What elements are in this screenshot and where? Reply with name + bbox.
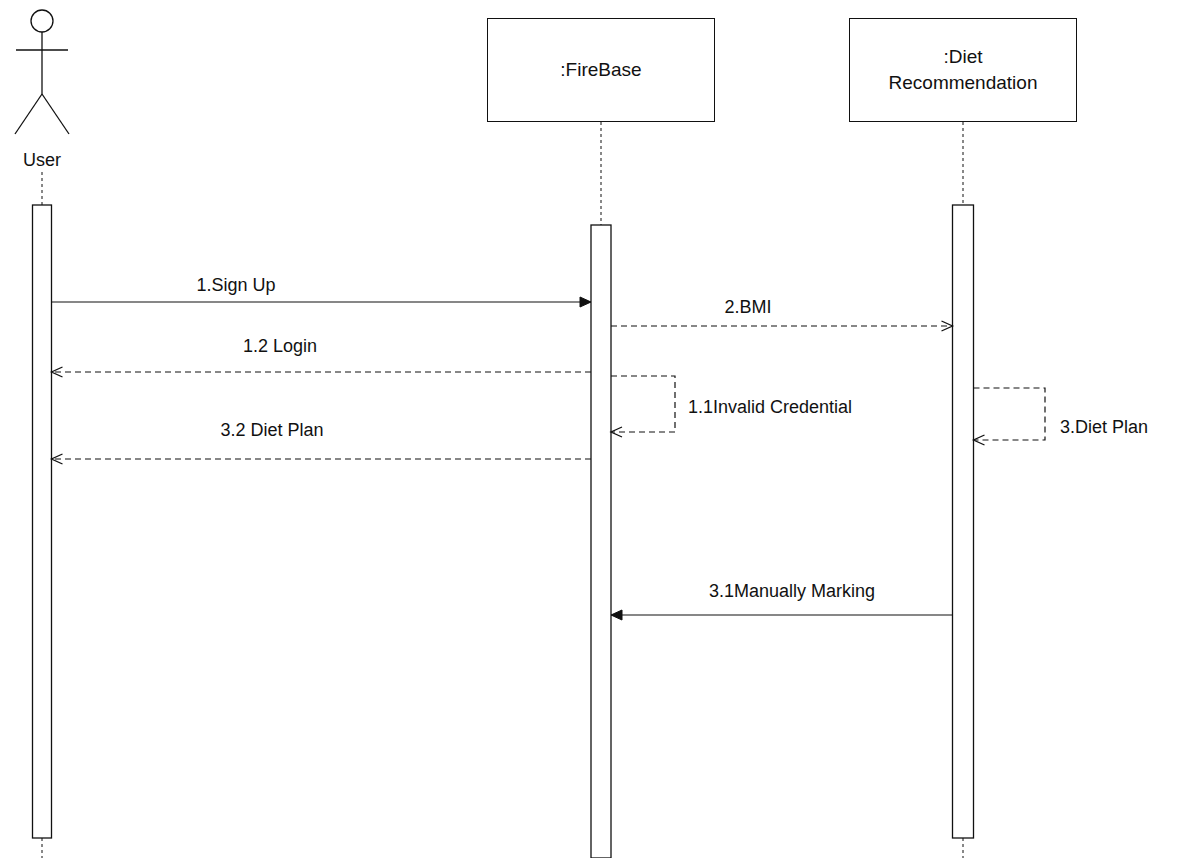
- actor: User: [12, 4, 72, 172]
- message-label: 1.1Invalid Credential: [686, 397, 854, 419]
- message-label: 3.Diet Plan: [1058, 417, 1150, 439]
- message-arrow: [52, 367, 592, 377]
- participant-name: :FireBase: [560, 57, 641, 83]
- message-arrow: [611, 610, 953, 620]
- actor-name: User: [23, 150, 61, 172]
- participant-name: :Diet Recommendation: [883, 44, 1043, 95]
- message-arrow: [611, 321, 953, 331]
- actor-figure: [12, 4, 72, 139]
- lifeline: [953, 122, 974, 858]
- lifeline: [591, 122, 611, 858]
- lifeline-head-box: :Diet Recommendation: [849, 18, 1077, 122]
- message-label: 3.1Manually Marking: [707, 581, 877, 603]
- lifeline: [33, 172, 52, 858]
- message-label: 3.2 Diet Plan: [218, 420, 325, 442]
- lifeline-head-box: :FireBase: [487, 18, 715, 122]
- message-arrow: [52, 454, 592, 464]
- message-arrow: [974, 388, 1046, 445]
- message-label: 1.2 Login: [241, 336, 319, 358]
- message-arrow: [52, 297, 592, 307]
- message-arrow: [611, 376, 675, 437]
- message-label: 2.BMI: [722, 297, 773, 319]
- message-label: 1.Sign Up: [194, 275, 277, 297]
